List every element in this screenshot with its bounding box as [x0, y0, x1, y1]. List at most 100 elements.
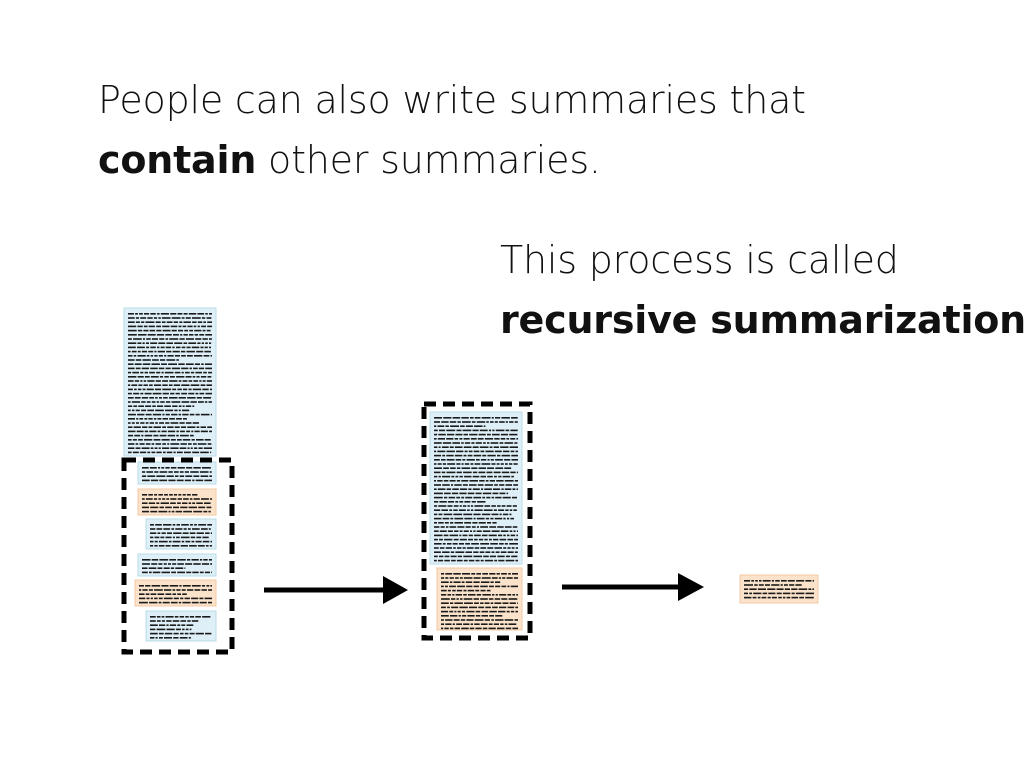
text-line-segment	[172, 589, 176, 591]
text-line-segment	[462, 573, 471, 575]
text-line-segment	[478, 433, 486, 436]
text-line-segment	[442, 484, 450, 486]
text-line-segment	[434, 429, 438, 432]
text-line-segment	[449, 526, 457, 528]
text-line-segment	[480, 543, 490, 545]
text-line-segment	[441, 421, 449, 423]
text-line-segment	[514, 551, 518, 553]
text-line-segment	[128, 334, 137, 336]
text-line-segment	[200, 475, 209, 477]
text-line-segment	[150, 447, 154, 449]
text-line-segment	[459, 475, 463, 478]
text-line-segment	[463, 446, 472, 448]
text-line-segment	[165, 506, 172, 509]
text-line-segment	[489, 610, 497, 613]
text-line-segment	[787, 580, 795, 582]
text-line-segment	[752, 596, 757, 599]
text-line-segment	[202, 329, 206, 332]
text-line-segment	[195, 338, 202, 340]
text-line-segment	[165, 409, 174, 412]
text-line-segment	[185, 376, 192, 378]
text-line-segment	[493, 471, 501, 474]
text-line-segment	[511, 547, 515, 549]
text-line-segment	[184, 471, 189, 473]
text-line-segment	[197, 545, 205, 547]
stage-3-final-summary	[739, 574, 819, 604]
text-line-segment	[506, 438, 510, 440]
text-line-segment	[447, 606, 450, 609]
text-line-segment	[477, 484, 484, 486]
text-line-segment	[515, 547, 518, 549]
text-line-segment	[147, 475, 156, 477]
text-line-segment	[158, 355, 163, 357]
text-line-segment	[177, 388, 182, 391]
text-line-segment	[441, 615, 449, 617]
text-line-segment	[489, 585, 494, 588]
text-line-segment	[434, 454, 442, 457]
text-line-segment	[454, 438, 459, 440]
text-line-segment	[455, 501, 459, 503]
text-line-segment	[507, 517, 510, 520]
text-line-segment	[166, 628, 175, 631]
text-line-segment	[507, 547, 511, 549]
text-line-segment	[169, 418, 175, 420]
text-line-segment	[198, 367, 205, 370]
text-line-segment	[190, 371, 195, 374]
text-line-segment	[144, 430, 149, 433]
text-line-segment	[150, 367, 158, 370]
text-line-segment	[452, 589, 456, 592]
text-line-segment	[768, 592, 776, 595]
text-line-segment	[211, 571, 212, 574]
text-line-segment	[434, 492, 443, 495]
text-line-segment	[479, 446, 489, 448]
text-line-segment	[514, 538, 518, 541]
text-line-segment	[506, 610, 510, 613]
subheading-text: This process is called	[500, 238, 899, 282]
text-line-segment	[165, 467, 170, 469]
text-line-segment	[471, 421, 476, 423]
text-line-segment	[142, 388, 146, 391]
text-line-segment	[450, 425, 459, 427]
text-line-segment	[508, 573, 511, 575]
text-line-segment	[182, 409, 190, 412]
text-line-segment	[491, 505, 496, 507]
text-line-segment	[202, 388, 209, 391]
text-line-segment	[501, 598, 508, 600]
text-line-segment	[199, 392, 205, 395]
text-line-segment	[159, 632, 164, 635]
text-line-segment	[161, 439, 170, 441]
text-line-segment	[154, 355, 158, 357]
text-line-segment	[474, 623, 480, 625]
text-line-segment	[202, 616, 211, 618]
text-line-segment	[192, 494, 198, 496]
text-line-segment	[504, 442, 514, 444]
text-line-segment	[476, 573, 481, 575]
text-line-segment	[197, 443, 207, 445]
text-line-segment	[486, 589, 491, 592]
text-line-segment	[187, 589, 194, 591]
text-line-segment	[459, 505, 462, 507]
text-line-segment	[178, 405, 182, 407]
text-line-segment	[180, 545, 188, 547]
text-line-segment	[509, 446, 518, 448]
text-line-segment	[483, 555, 489, 558]
text-line-segment	[509, 530, 513, 532]
text-line-segment	[154, 536, 160, 539]
text-line-segment	[149, 422, 154, 424]
text-line-segment	[146, 401, 151, 403]
text-line-segment	[137, 413, 145, 416]
text-line-segment	[441, 459, 446, 461]
text-line-segment	[481, 513, 491, 516]
text-line-segment	[443, 467, 449, 469]
text-line-segment	[499, 606, 507, 609]
text-line-segment	[501, 573, 507, 575]
text-line-segment	[180, 506, 188, 509]
text-line-segment	[199, 380, 202, 382]
text-line-segment	[493, 509, 497, 511]
text-line-segment	[210, 585, 212, 587]
text-line-segment	[189, 545, 197, 547]
text-line-segment	[457, 421, 461, 423]
text-line-segment	[128, 447, 135, 449]
text-line-segment	[447, 594, 452, 596]
text-line-segment	[500, 530, 509, 532]
